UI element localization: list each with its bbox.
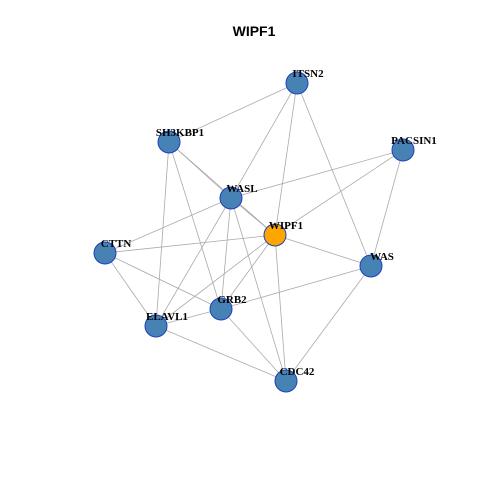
edge-wasl-elavl1 <box>155 197 232 327</box>
edge-wasl-grb2 <box>220 197 232 310</box>
node-wipf1: WIPF1 <box>263 220 303 247</box>
node-label-was: WAS <box>370 251 394 263</box>
node-circle-cdc42 <box>274 369 298 393</box>
edge-wipf1-elavl1 <box>155 234 276 327</box>
node-label-grb2: GRB2 <box>217 294 247 306</box>
edge-cttn-elavl1 <box>104 252 157 327</box>
node-label-pacsin1: PACSIN1 <box>391 135 437 147</box>
node-circle-itsn2 <box>285 71 309 95</box>
node-label-wasl: WASL <box>226 183 257 195</box>
edge-itsn2-was <box>296 82 372 267</box>
edge-wasl-cttn <box>104 197 232 254</box>
edge-cttn-grb2 <box>104 252 222 310</box>
node-circle-pacsin1 <box>391 138 415 162</box>
node-sh3kbp1: SH3KBP1 <box>156 127 204 154</box>
edge-sh3kbp1-wipf1 <box>168 141 276 236</box>
edge-elavl1-cdc42 <box>155 325 287 382</box>
edge-was-cdc42 <box>285 265 372 382</box>
node-label-itsn2: ITSN2 <box>292 68 324 80</box>
edge-sh3kbp1-grb2 <box>168 141 222 310</box>
edge-grb2-cdc42 <box>220 308 287 382</box>
node-label-wipf1: WIPF1 <box>269 220 303 232</box>
node-circle-cttn <box>93 241 117 265</box>
edge-itsn2-wipf1 <box>274 82 298 236</box>
edge-wasl-cdc42 <box>230 197 287 382</box>
node-label-cttn: CTTN <box>101 238 132 250</box>
node-elavl1: ELAVL1 <box>144 311 188 338</box>
edge-wipf1-grb2 <box>220 234 276 310</box>
node-label-sh3kbp1: SH3KBP1 <box>156 127 204 139</box>
edge-wipf1-cdc42 <box>274 234 287 382</box>
node-circle-wasl <box>219 186 243 210</box>
edge-layer <box>104 82 404 382</box>
edge-itsn2-sh3kbp1 <box>168 82 298 143</box>
node-circle-was <box>359 254 383 278</box>
node-itsn2: ITSN2 <box>285 68 324 95</box>
edge-wipf1-was <box>274 234 372 267</box>
node-cttn: CTTN <box>93 238 132 265</box>
node-wasl: WASL <box>219 183 258 210</box>
node-grb2: GRB2 <box>209 294 247 321</box>
node-was: WAS <box>359 251 394 278</box>
node-pacsin1: PACSIN1 <box>391 135 437 162</box>
edge-was-grb2 <box>220 265 372 310</box>
edge-sh3kbp1-elavl1 <box>155 141 170 327</box>
node-cdc42: CDC42 <box>274 366 315 393</box>
node-circle-sh3kbp1 <box>157 130 181 154</box>
edge-wipf1-cttn <box>104 234 276 254</box>
graph-title: WIPF1 <box>233 23 276 39</box>
edge-itsn2-wasl <box>230 82 298 199</box>
node-circle-grb2 <box>209 297 233 321</box>
node-circle-elavl1 <box>144 314 168 338</box>
node-label-cdc42: CDC42 <box>280 366 315 378</box>
edge-pacsin1-wipf1 <box>274 149 404 236</box>
node-circle-wipf1 <box>263 223 287 247</box>
edge-pacsin1-was <box>370 149 404 267</box>
node-label-elavl1: ELAVL1 <box>146 311 188 323</box>
edge-pacsin1-wasl <box>230 149 404 199</box>
